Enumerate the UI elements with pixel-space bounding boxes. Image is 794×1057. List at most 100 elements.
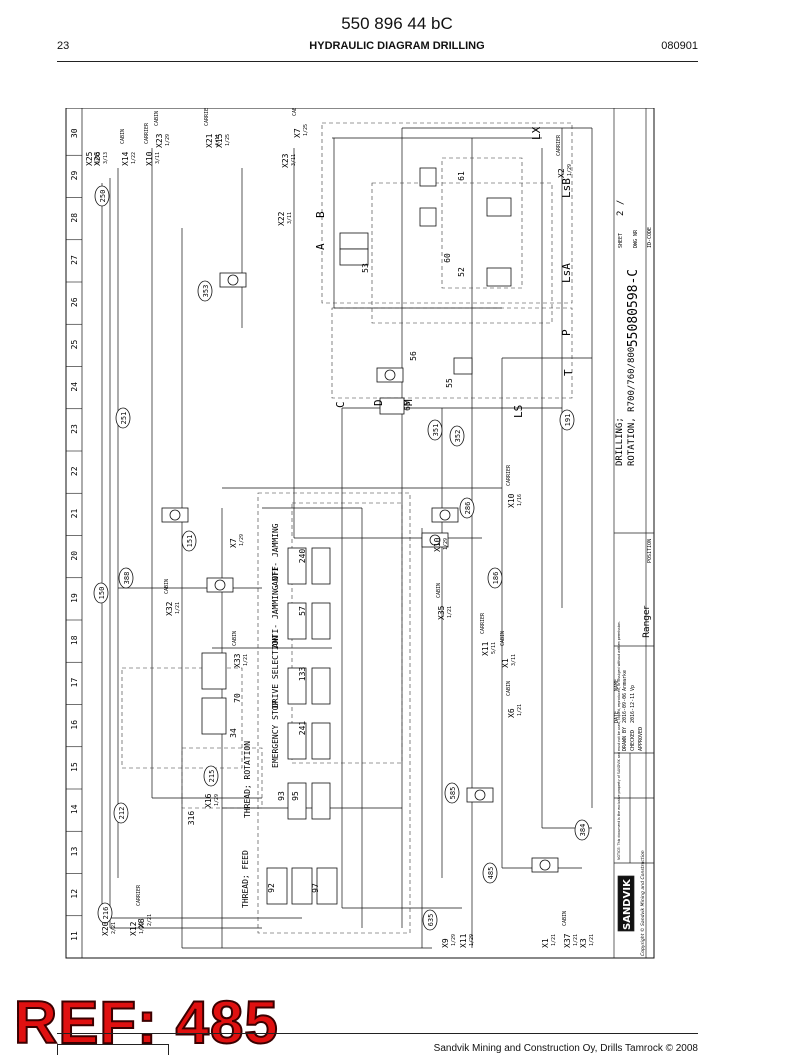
drawn-date: 2016-09-06	[622, 693, 628, 723]
section-thread-rotation: THREAD; ROTATION	[243, 741, 252, 818]
connector-code: X35	[437, 605, 446, 620]
drawing-number: 55080598-C	[626, 269, 641, 347]
balloon-286: 286	[464, 502, 472, 515]
connector-area: CABIN	[562, 911, 568, 926]
grid-column-label: 24	[70, 382, 79, 392]
connector-code: X12	[129, 921, 138, 936]
grid-column-label: 11	[70, 931, 79, 941]
component-97: 97	[311, 883, 320, 893]
connector-area: CARRIER	[506, 464, 512, 486]
connector-ref: 5/11	[491, 642, 497, 654]
balloon-150: 150	[98, 587, 106, 600]
port-d: D	[372, 399, 385, 406]
grid-column-label: 16	[70, 720, 79, 730]
header-divider	[57, 61, 698, 62]
connector-code: X7	[229, 538, 238, 548]
grid-column-label: 22	[70, 466, 79, 476]
balloon-215: 215	[208, 770, 216, 783]
connector-ref: 1/21	[243, 654, 249, 666]
connector-ref: 1/21	[589, 934, 595, 946]
grid-column-label: 23	[70, 424, 79, 434]
connector-code: X26	[93, 151, 102, 166]
checked-name: Vp	[630, 685, 636, 691]
port-b: B	[314, 211, 327, 218]
component-34: 34	[229, 728, 238, 738]
connector-ref: 1/21	[573, 934, 579, 946]
footer-logo-box	[57, 1044, 169, 1055]
component-56: 56	[409, 351, 418, 361]
product-name: Ranger	[642, 605, 652, 638]
connector-ref: 4/11	[215, 134, 221, 146]
connector-code: X14	[121, 151, 130, 166]
connector-code: X11	[481, 641, 490, 656]
balloon-485: 485	[487, 867, 495, 880]
grid-column-label: 14	[70, 804, 79, 814]
connector-ref: 1/29	[567, 164, 573, 176]
connector-area: CABIN	[506, 681, 512, 696]
connector-ref: 2/21	[111, 922, 117, 934]
grid-column-label: 12	[70, 889, 79, 899]
connector-ref: 1/29	[469, 934, 475, 946]
connector-code: X8	[137, 918, 146, 928]
section-title: HYDRAULIC DIAGRAM DRILLING	[309, 40, 485, 52]
balloon-353: 353	[202, 285, 210, 298]
connector-code: X25	[85, 151, 94, 166]
balloon-circles	[93, 185, 590, 931]
connector-code: X37	[563, 933, 572, 948]
component-70: 70	[233, 693, 242, 703]
connector-ref: 1/29	[139, 922, 145, 934]
page-number: 23	[57, 40, 70, 52]
connector-code: X16	[204, 793, 213, 808]
grid-column-label: 21	[70, 509, 79, 519]
grid-column-label: 13	[70, 847, 79, 857]
component-241: 241	[298, 721, 307, 736]
connector-ref: 1/29	[165, 134, 171, 146]
component-66: 66	[403, 401, 412, 411]
drawing-title-line2: ROTATION, R700/760/800	[627, 347, 637, 466]
footer-divider	[57, 1033, 698, 1034]
connector-code: X22	[277, 211, 286, 226]
connector-code: X33	[233, 653, 242, 668]
connector-ref: 1/21	[175, 602, 181, 614]
connector-ref: 1/25	[225, 134, 231, 146]
connector-ref: 1/29	[239, 534, 245, 546]
component-57: 57	[298, 606, 307, 616]
balloon-191: 191	[564, 414, 572, 427]
component-55: 55	[445, 378, 454, 388]
document-title: 550 896 44 bC	[341, 14, 453, 33]
balloon-250: 250	[99, 190, 107, 203]
component-53: 53	[361, 263, 370, 273]
connector-code: X20	[101, 921, 110, 936]
connector-area: CABIN	[292, 108, 298, 116]
connector-code: X15	[215, 133, 224, 148]
port-lsb: LsB	[560, 178, 573, 198]
connector-code: X10	[145, 151, 154, 166]
drawn-by-label: DRAWN BY	[622, 727, 628, 751]
grid-column-label: 15	[70, 762, 79, 772]
title-block	[613, 108, 654, 958]
connector-area: CARRIER	[556, 134, 562, 156]
port-a: A	[314, 243, 327, 250]
balloon-186: 186	[492, 572, 500, 585]
footer-copyright: Sandvik Mining and Construction Oy, Dril…	[433, 1043, 698, 1054]
grid-column-label: 26	[70, 297, 79, 307]
balloon-388: 388	[123, 572, 131, 585]
section-anti-jamming-off: ANTI- JAMMING OFF	[271, 566, 280, 648]
connector-area: CABIN	[232, 631, 238, 646]
connector-area: CABIN	[436, 583, 442, 598]
section-anti-jamming: ANTI- JAMMING	[271, 523, 280, 586]
connector-area: CABIN	[120, 129, 126, 144]
date-code: 080901	[661, 40, 698, 52]
position-label: POSITION	[647, 539, 653, 563]
connector-area: CARRIER	[144, 122, 150, 144]
connector-code: X10	[507, 493, 516, 508]
sheet-label: SHEET	[618, 233, 624, 248]
connector-ref: 3/11	[287, 212, 293, 224]
grid-column-label: 25	[70, 340, 79, 350]
grid-column-label: 17	[70, 678, 79, 688]
port-p: P	[560, 329, 573, 336]
component-133: 133	[298, 667, 307, 682]
id-code-label: ID-CODE	[647, 227, 653, 248]
